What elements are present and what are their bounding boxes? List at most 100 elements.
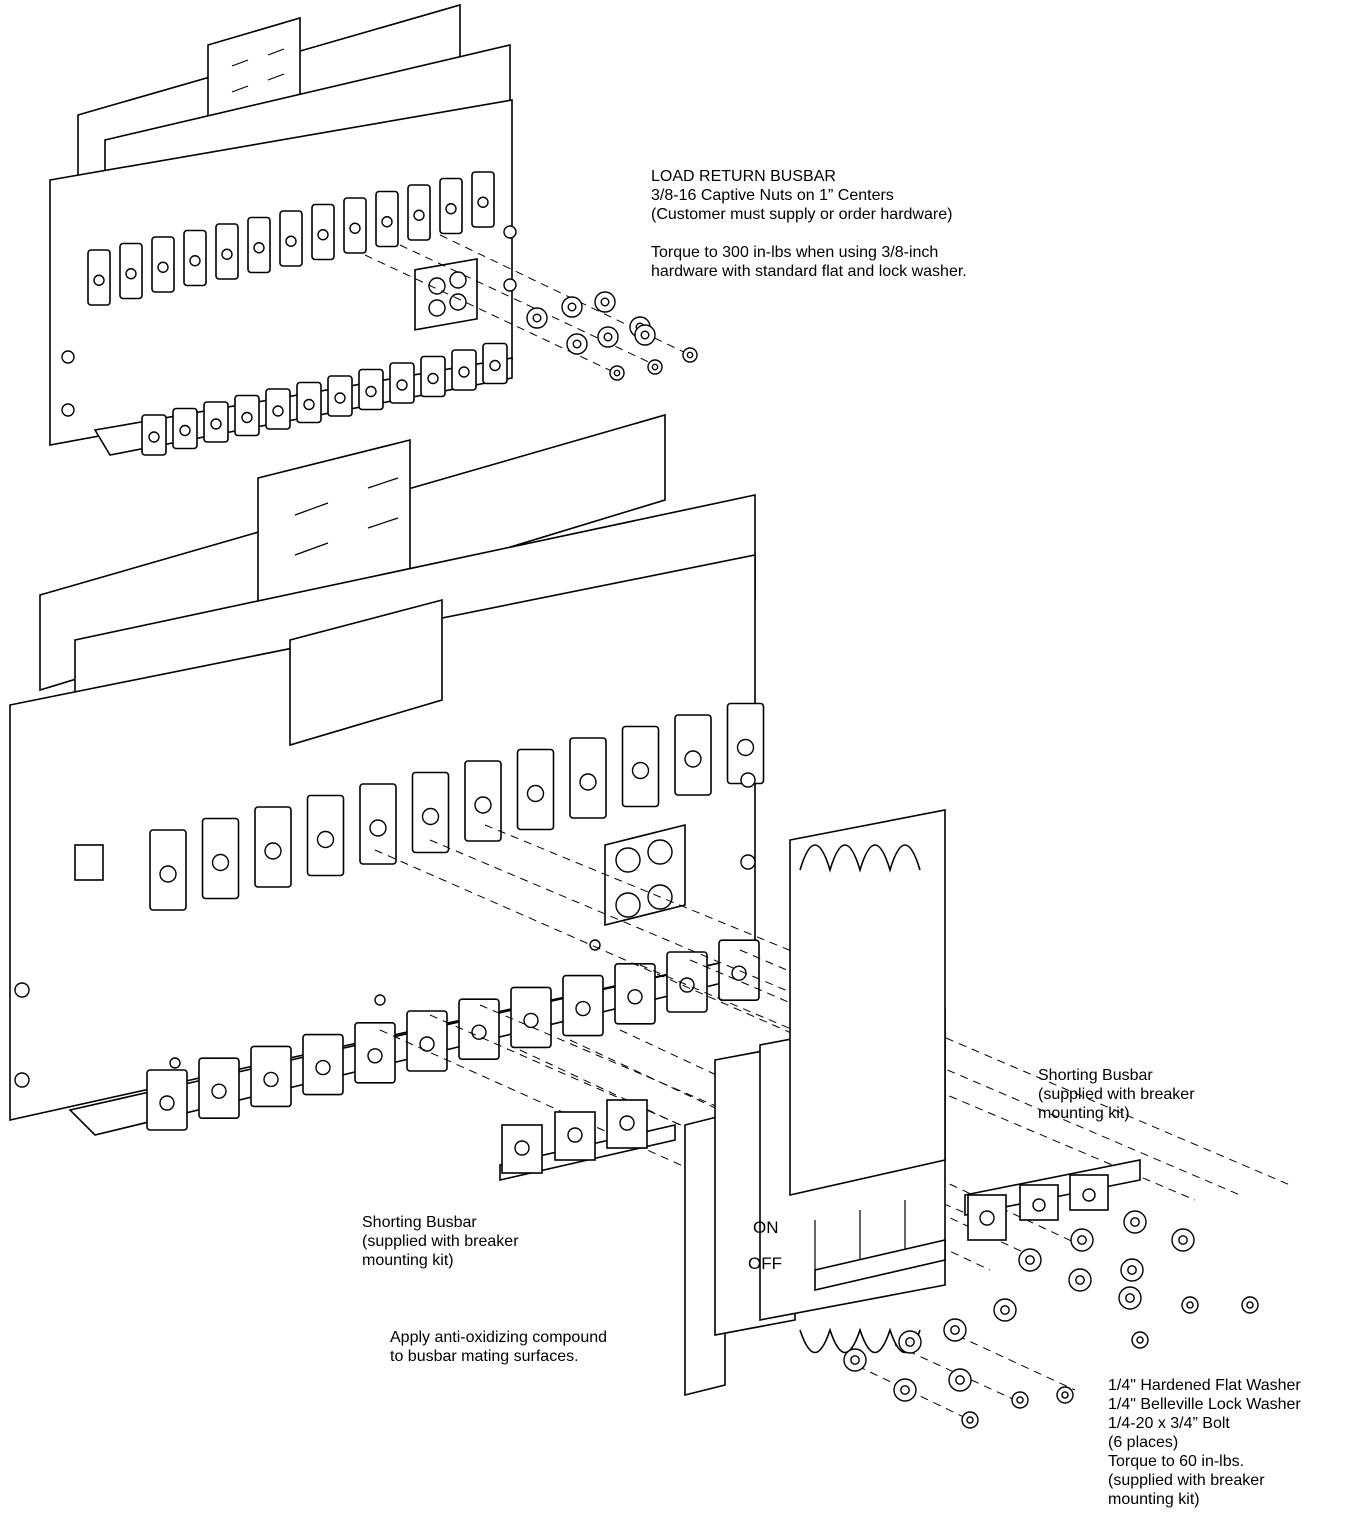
upper-lower-tab-hole (148, 431, 160, 443)
lower-bottom-tab-hole (159, 1095, 175, 1111)
upper-tab-hole (93, 274, 105, 286)
load-return-title: LOAD RETURN BUSBAR (651, 168, 836, 185)
shorting-right-line3: mounting kit) (1038, 1105, 1130, 1122)
lower-tab-hole (579, 773, 597, 791)
upper-lower-tab-hole (179, 424, 191, 437)
lower-bottom-tab-hole (471, 1024, 487, 1040)
load-return-line1: 3/8-16 Captive Nuts on 1” Centers (651, 187, 894, 204)
load-return-torque2: hardware with standard flat and lock was… (651, 263, 967, 280)
hardware-line6: (supplied with breaker (1108, 1472, 1265, 1489)
hardware-line3: 1/4-20 x 3/4” Bolt (1108, 1415, 1230, 1432)
lower-washers (843, 1210, 1259, 1429)
hardware-line1: 1/4" Hardened Flat Washer (1108, 1377, 1301, 1394)
compound-line1: Apply anti-oxidizing compound (390, 1329, 608, 1346)
lower-bottom-tab-hole (263, 1071, 279, 1088)
upper-lower-tab-hole (272, 405, 284, 417)
breaker-toggle (814, 1238, 946, 1292)
lower-bottom-tab-hole (731, 965, 747, 981)
hardware-line4: (6 places) (1108, 1434, 1179, 1451)
shorting-left-line1: Shorting Busbar (362, 1214, 477, 1231)
shorting-left-line3: mounting kit) (362, 1252, 454, 1269)
shorting-right-line2: (supplied with breaker (1038, 1086, 1195, 1103)
hardware-line7: mounting kit) (1108, 1491, 1200, 1508)
lower-tab-hole (316, 830, 335, 849)
upper-tab-hole (381, 216, 393, 228)
lower-tab-hole (631, 761, 650, 780)
washer-center (603, 332, 613, 342)
lower-bottom-tab-hole (211, 1083, 227, 1099)
anti-oxidizing-note: Apply anti-oxidizing compound to busbar … (390, 1328, 607, 1366)
upper-lower-tab-hole (427, 372, 439, 385)
upper-tab-hole (221, 248, 233, 260)
lower-busbar-assembly (9, 413, 765, 1136)
washer-center (1077, 1235, 1087, 1245)
upper-captive-nut-block (414, 257, 478, 331)
upper-tab-hole (253, 242, 265, 254)
load-return-busbar-note: LOAD RETURN BUSBAR 3/8-16 Captive Nuts o… (651, 167, 967, 281)
lower-tab-hole (474, 796, 492, 814)
lower-bottom-tab-hole (575, 1000, 591, 1017)
left-shorting-busbar (499, 1099, 676, 1182)
bolt-head-center (966, 1416, 974, 1424)
lower-tab-hole (684, 750, 702, 768)
upper-tabs (87, 171, 495, 306)
lower-bottom-tab-hole (419, 1036, 435, 1052)
load-return-line2: (Customer must supply or order hardware) (651, 206, 953, 223)
washer-center (1127, 1265, 1137, 1275)
hardware-line2: 1/4" Belleville Lock Washer (1108, 1396, 1301, 1413)
lower-tab-hole (211, 853, 230, 872)
washer-center (1130, 1217, 1140, 1227)
lower-side-bracket (74, 844, 104, 881)
washer-center (1000, 1305, 1010, 1315)
bolt-head-center (1016, 1396, 1024, 1404)
lower-bottom-tab-hole (523, 1012, 539, 1029)
washer-center (572, 339, 582, 349)
shorting-busbar-left-note: Shorting Busbar (supplied with breaker m… (362, 1213, 519, 1270)
washer-center (1178, 1235, 1188, 1245)
bolt-head-center (686, 351, 694, 359)
bolt-head-center (613, 369, 621, 377)
hardware-note: 1/4" Hardened Flat Washer 1/4" Bellevill… (1108, 1376, 1301, 1509)
bolt-head-center (1246, 1301, 1254, 1309)
upper-tab-hole (125, 268, 137, 280)
upper-lower-tab-hole (334, 392, 346, 404)
washer-center (950, 1325, 960, 1335)
washer-center (850, 1355, 860, 1365)
upper-lower-tab-hole (210, 418, 222, 430)
lower-bottom-tab-hole (315, 1059, 331, 1076)
lower-tab-hole (369, 819, 387, 837)
bolt-head-center (651, 363, 659, 371)
washer-center (955, 1375, 965, 1385)
washer-center (640, 330, 650, 340)
lower-bottom-tab-hole (627, 989, 643, 1005)
hardware-line5: Torque to 60 in-lbs. (1108, 1453, 1245, 1470)
lower-tab-hole (736, 738, 755, 757)
load-return-torque1: Torque to 300 in-lbs when using 3/8-inch (651, 244, 939, 261)
washer-center (567, 302, 577, 312)
upper-lower-tab-hole (241, 411, 253, 424)
bolt-head-center (1136, 1336, 1144, 1344)
washer-center (1125, 1293, 1135, 1303)
shorting-right-line1: Shorting Busbar (1038, 1067, 1153, 1084)
breaker-off-label: OFF (748, 1254, 782, 1273)
washer-center (532, 313, 542, 323)
lower-tab-hole (159, 865, 177, 883)
right-shorting-busbar (964, 1159, 1141, 1241)
compound-line2: to busbar mating surfaces. (390, 1348, 579, 1365)
upper-tab-hole (317, 229, 329, 241)
washer-center (900, 1385, 910, 1395)
upper-tab-hole (477, 196, 489, 208)
upper-tab-hole (285, 235, 297, 247)
upper-tab-hole (157, 261, 169, 273)
upper-lower-tab-hole (489, 359, 501, 372)
washer-center (905, 1337, 915, 1347)
washer-center (600, 297, 610, 307)
bolt-head-center (1186, 1301, 1194, 1309)
upper-lower-tab-hole (365, 385, 377, 398)
lower-bottom-tab-hole (679, 977, 695, 993)
upper-tab-hole (349, 222, 361, 234)
upper-lower-tabs (141, 342, 508, 456)
washer-center (1075, 1275, 1085, 1285)
lower-tab-hole (264, 842, 282, 860)
